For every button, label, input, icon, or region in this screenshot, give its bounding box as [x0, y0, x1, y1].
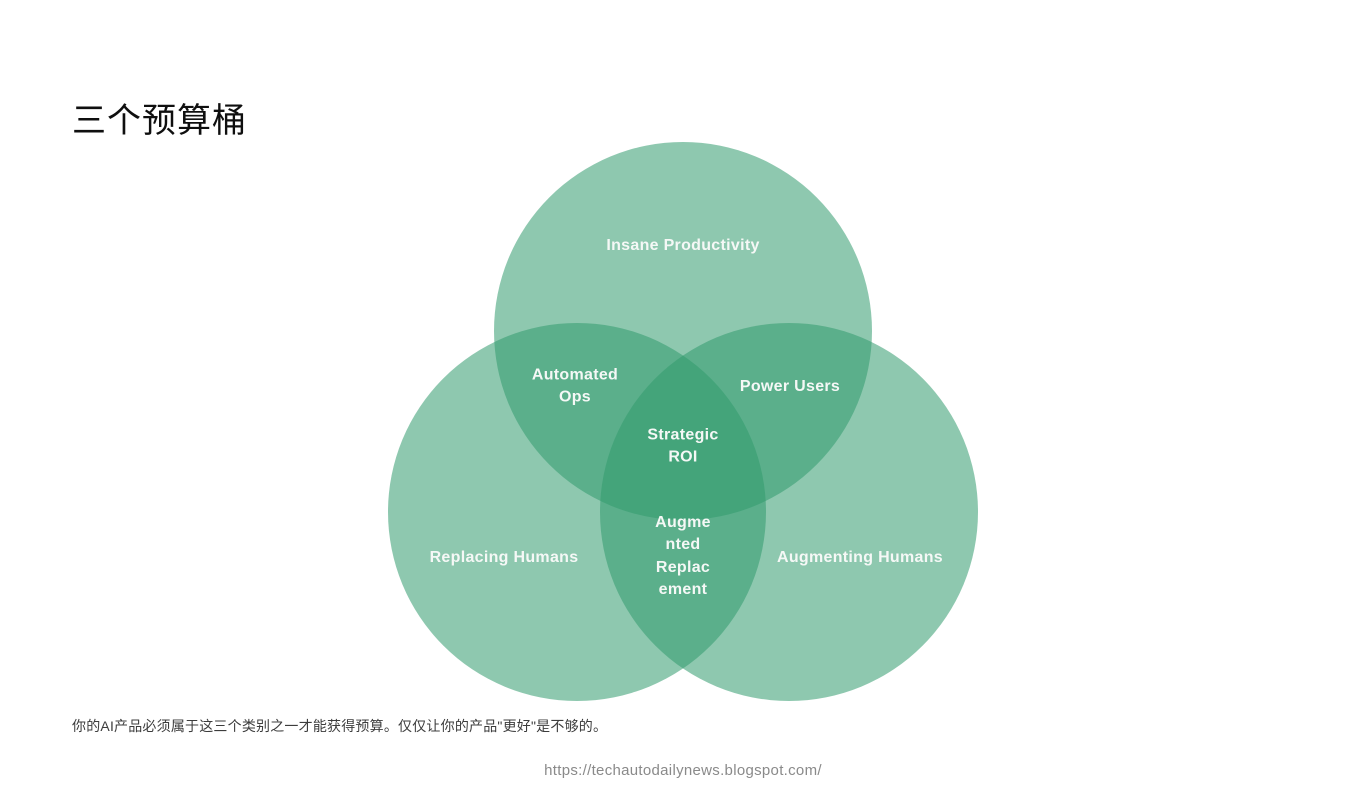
- label-insane-productivity: Insane Productivity: [606, 236, 760, 254]
- footer-note: 你的AI产品必须属于这三个类别之一才能获得预算。仅仅让你的产品"更好"是不够的。: [72, 718, 608, 734]
- label-replacing-humans: Replacing Humans: [429, 548, 579, 566]
- label-augmented-replacement: Augme nted Replac ement: [655, 514, 711, 599]
- label-strategic-roi: Strategic ROI: [647, 426, 719, 466]
- label-power-users: Power Users: [739, 377, 841, 395]
- source-url: https://techautodailynews.blogspot.com/: [544, 762, 822, 779]
- venn-circle-bottom-right: [600, 323, 978, 701]
- label-automated-ops: Automated Ops: [531, 366, 619, 406]
- page-title: 三个预算桶: [72, 101, 247, 140]
- label-augmenting-humans: Augmenting Humans: [777, 548, 943, 566]
